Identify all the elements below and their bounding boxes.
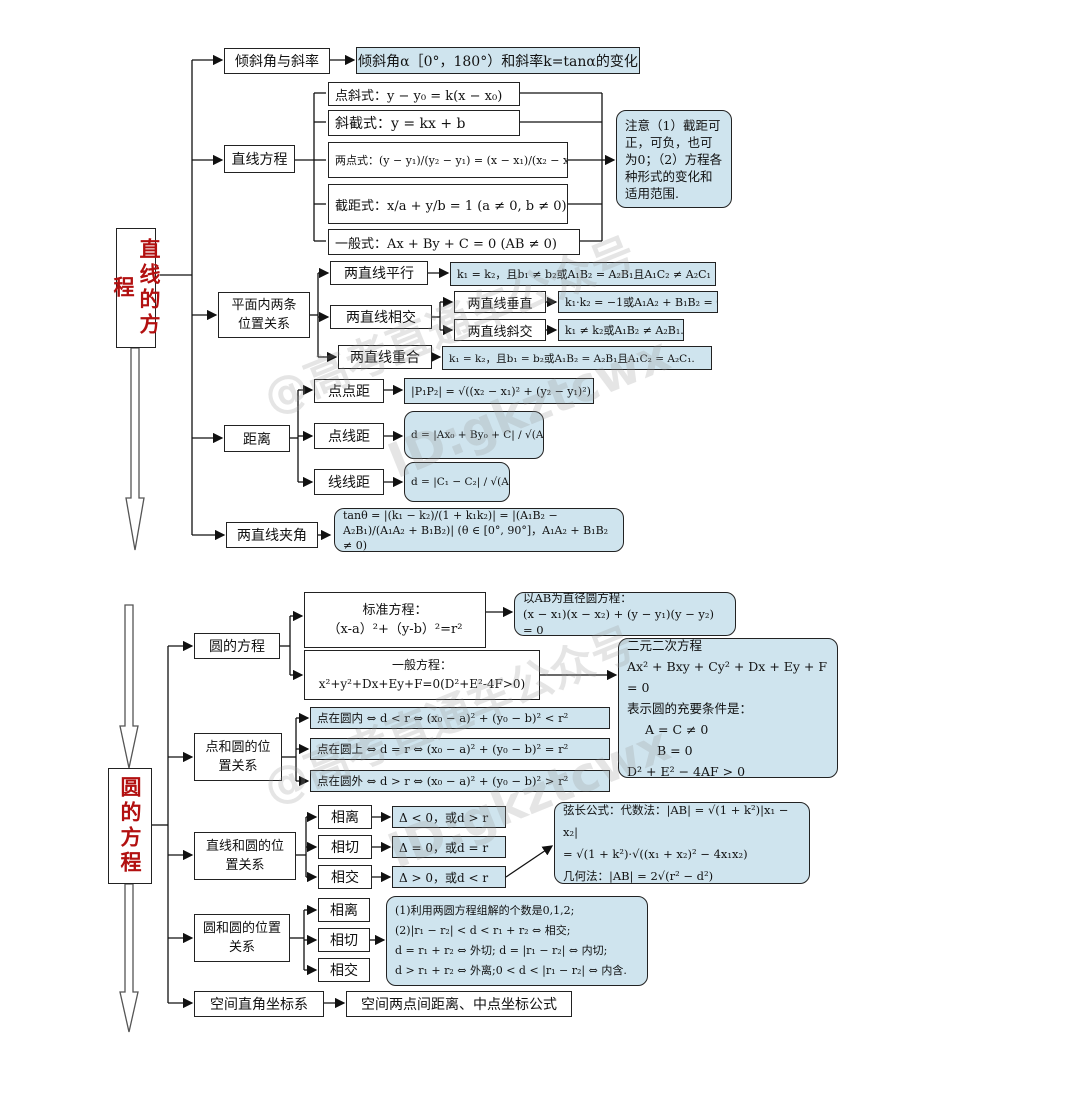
standard-equation-box: 标准方程： （x-a）²+（y-b）²=r² <box>304 592 486 648</box>
parallel-formula: k₁ = k₂，且b₁ ≠ b₂或A₁B₂ = A₂B₁且A₁C₂ ≠ A₂C₁ <box>450 262 716 286</box>
general-form: 一般式：Ax + By + C = 0 (AB ≠ 0) <box>328 229 580 255</box>
intersect-node: 两直线相交 <box>330 305 432 329</box>
quadratic-line: Ax² + Bxy + Cy² + Dx + Ey + F = 0 <box>627 658 828 695</box>
chord-line: 几何法：|AB| = 2√(r² − d²) <box>563 869 714 883</box>
line-circle-node: 直线和圆的位置关系 <box>194 832 296 880</box>
two-point-form: 两点式：(y − y₁)/(y₂ − y₁) = (x − x₁)/(x₂ − … <box>328 142 568 178</box>
chord-length-box: 弦长公式：代数法：|AB| = √(1 + k²)|x₁ − x₂| = √(1… <box>554 802 810 884</box>
circle-section-title: 圆的方程 <box>108 768 152 884</box>
diameter-equation-title: 以AB为直径圆方程： <box>523 592 632 605</box>
two-circles-line: d = r₁ + r₂ ⇔ 外切; d = |r₁ − r₂| ⇔ 内切; <box>395 944 608 957</box>
line-separate: 相离 <box>318 805 372 829</box>
angle-formula-text: tanθ = |(k₁ − k₂)/(1 + k₁k₂)| = |(A₁B₂ −… <box>343 508 609 552</box>
quadratic-line: D² + E² − 4AF > 0 <box>627 763 746 778</box>
two-circles-line: (2)|r₁ − r₂| < d < r₁ + r₂ ⇔ 相交; <box>395 924 571 937</box>
perpendicular-node: 两直线垂直 <box>454 291 546 313</box>
point-circle-node: 点和圆的位置关系 <box>194 733 282 781</box>
point-on: 点在圆上 ⇔ d = r ⇔ (x₀ − a)² + (y₀ − b)² = r… <box>310 738 610 760</box>
point-slope-form: 点斜式：y − y₀ = k(x − x₀) <box>328 82 520 106</box>
position-node-text: 平面内两条位置关系 <box>231 298 297 332</box>
general-equation: x²+y²+Dx+Ey+F=0(D²+E²-4F>0) <box>318 677 526 691</box>
equation-note-text: 注意（1）截距可正，可负，也可为0；（2）方程各种形式的变化和适用范围. <box>625 117 723 201</box>
coincide-node: 两直线重合 <box>338 345 432 369</box>
circle-tangent: 相切 <box>318 928 370 952</box>
perpendicular-formula: k₁·k₂ = −1或A₁A₂ + B₁B₂ = 0. <box>558 291 718 313</box>
line-section-title: 直线的方程 <box>111 228 162 348</box>
point-inside: 点在圆内 ⇔ d < r ⇔ (x₀ − a)² + (y₀ − b)² < r… <box>310 707 610 729</box>
line-line-formula: d = |C₁ − C₂| / √(A² + B²) <box>404 462 510 502</box>
general-equation-box: 一般方程： x²+y²+Dx+Ey+F=0(D²+E²-4F>0) <box>304 650 540 700</box>
standard-equation: （x-a）²+（y-b）²=r² <box>327 622 463 637</box>
quadratic-line: B = 0 <box>657 742 693 758</box>
slope-note: 倾斜角α［0°，180°）和斜率k=tanα的变化 <box>356 47 640 74</box>
point-point-node: 点点距 <box>314 379 384 403</box>
point-outside: 点在圆外 ⇔ d > r ⇔ (x₀ − a)² + (y₀ − b)² > r… <box>310 770 610 792</box>
line-line-node: 线线距 <box>314 469 384 495</box>
circle-circle-node-text: 圆和圆的位置关系 <box>203 921 282 955</box>
coords-node: 空间直角坐标系 <box>194 991 324 1017</box>
point-point-formula: |P₁P₂| = √((x₂ − x₁)² + (y₂ − y₁)²) <box>404 378 594 404</box>
general-equation-title: 一般方程： <box>391 658 452 672</box>
chord-line: = √(1 + k²)·√((x₁ + x₂)² − 4x₁x₂) <box>563 847 748 861</box>
circle-equation-node: 圆的方程 <box>194 633 280 659</box>
two-circles-box: (1)利用两圆方程组解的个数是0,1,2; (2)|r₁ − r₂| < d <… <box>386 896 648 986</box>
point-circle-node-text: 点和圆的位置关系 <box>205 740 271 774</box>
slope-node: 倾斜角与斜率 <box>224 48 330 74</box>
chord-line: 弦长公式：代数法：|AB| = √(1 + k²)|x₁ − x₂| <box>563 803 789 839</box>
diameter-equation: (x − x₁)(x − x₂) + (y − y₁)(y − y₂) = 0 <box>523 607 714 636</box>
standard-equation-title: 标准方程： <box>362 603 428 618</box>
two-circles-line: d > r₁ + r₂ ⇔ 外离;0 < d < |r₁ − r₂| ⇔ 内含. <box>395 964 627 977</box>
circle-intersect: 相交 <box>318 958 370 982</box>
slope-intercept-form: 斜截式：y = kx + b <box>328 110 520 136</box>
intercept-form: 截距式：x/a + y/b = 1 (a ≠ 0, b ≠ 0) <box>328 184 568 224</box>
angle-node: 两直线夹角 <box>226 522 318 548</box>
line-separate-cond: Δ < 0，或d > r <box>392 806 506 828</box>
line-tangent: 相切 <box>318 835 372 859</box>
equations-node: 直线方程 <box>224 145 295 173</box>
diameter-equation-box: 以AB为直径圆方程： (x − x₁)(x − x₂) + (y − y₁)(y… <box>514 592 736 636</box>
parallel-node: 两直线平行 <box>330 261 428 285</box>
oblique-node: 两直线斜交 <box>454 319 546 341</box>
quadratic-condition-box: 二元二次方程 Ax² + Bxy + Cy² + Dx + Ey + F = 0… <box>618 638 838 778</box>
line-tangent-cond: Δ = 0，或d = r <box>392 836 506 858</box>
equation-note: 注意（1）截距可正，可负，也可为0；（2）方程各种形式的变化和适用范围. <box>616 110 732 208</box>
quadratic-line: A = C ≠ 0 <box>645 721 709 737</box>
position-node: 平面内两条位置关系 <box>218 292 310 338</box>
coords-note: 空间两点间距离、中点坐标公式 <box>346 991 572 1017</box>
circle-separate: 相离 <box>318 898 370 922</box>
coincide-formula: k₁ = k₂，且b₁ = b₂或A₁B₂ = A₂B₁且A₁C₂ = A₂C₁… <box>442 346 712 370</box>
line-circle-node-text: 直线和圆的位置关系 <box>205 839 284 873</box>
quadratic-line: 表示圆的充要条件是： <box>627 700 753 716</box>
oblique-formula: k₁ ≠ k₂或A₁B₂ ≠ A₂B₁. <box>558 319 684 341</box>
distance-node: 距离 <box>224 425 290 452</box>
point-line-formula: d = |Ax₀ + By₀ + C| / √(A² + B²) <box>404 411 544 459</box>
point-line-node: 点线距 <box>314 423 384 449</box>
line-intersect: 相交 <box>318 865 372 889</box>
line-intersect-cond: Δ > 0，或d < r <box>392 866 506 888</box>
two-circles-line: (1)利用两圆方程组解的个数是0,1,2; <box>395 904 575 917</box>
quadratic-line: 二元二次方程 <box>627 638 703 653</box>
angle-formula: tanθ = |(k₁ − k₂)/(1 + k₁k₂)| = |(A₁B₂ −… <box>334 508 624 552</box>
circle-circle-node: 圆和圆的位置关系 <box>194 914 290 962</box>
